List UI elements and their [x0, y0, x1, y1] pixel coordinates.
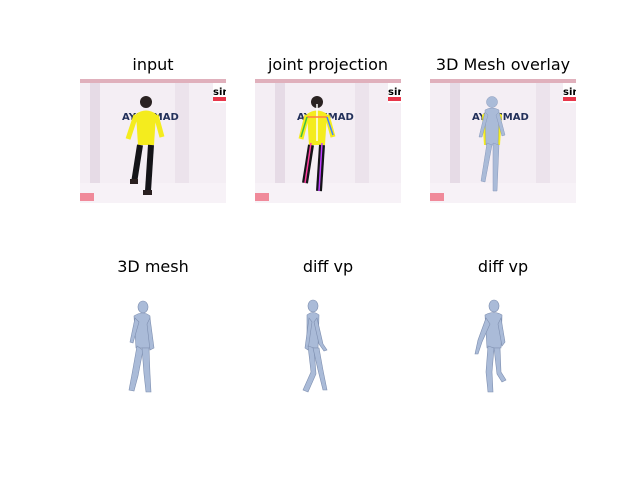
joint-projection-image: AYEMMAD sir: [255, 79, 401, 203]
panel-title-diff-vp-2: diff vp: [477, 257, 529, 276]
panel-title-input: input: [132, 55, 174, 74]
mesh-view-side-2: [430, 290, 576, 414]
panel-title-mesh-overlay: 3D Mesh overlay: [435, 55, 571, 74]
corner-text: sir: [213, 87, 226, 98]
corner-text: sir: [388, 87, 401, 98]
input-image: AYEMMAD sir: [80, 79, 226, 203]
corner-text: sir: [563, 87, 576, 98]
mesh-view-side-1: [255, 290, 401, 414]
mesh-view-front: [80, 290, 226, 414]
mesh-overlay-image: AYEMMAD sir: [430, 79, 576, 203]
panel-title-3d-mesh: 3D mesh: [117, 257, 189, 276]
panel-title-diff-vp-1: diff vp: [302, 257, 354, 276]
panel-title-joint-projection: joint projection: [267, 55, 389, 74]
